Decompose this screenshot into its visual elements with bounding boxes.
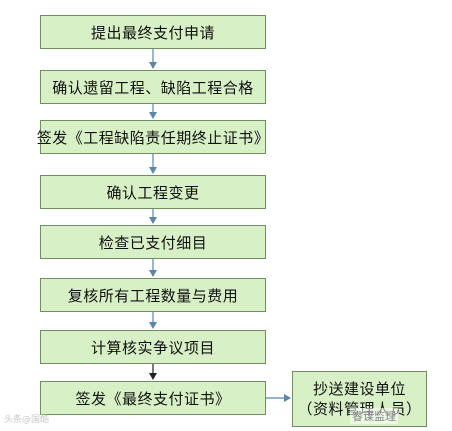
flow-step-6: 复核所有工程数量与费用 [40,278,266,312]
flow-step-label: 检查已支付细目 [98,233,208,252]
flow-step-label: 确认工程变更 [106,183,200,202]
flow-step-label: 签发《最终支付证书》 [75,389,231,408]
flow-step-label: 复核所有工程数量与费用 [67,286,239,305]
watermark-right: 睿谋监理 [350,408,398,424]
flow-step-5: 检查已支付细目 [40,225,266,259]
watermark-left: 头条@国酷 [4,415,50,425]
flow-step-1: 提出最终支付申请 [40,15,266,49]
flow-step-8: 签发《最终支付证书》 [40,381,266,415]
flow-step-label: 签发《工程缺陷责任期终止证书》 [36,128,270,147]
flow-step-label: 提出最终支付申请 [90,23,215,42]
flow-step-label: 确认遗留工程、缺陷工程合格 [52,78,254,97]
flow-step-3: 签发《工程缺陷责任期终止证书》 [37,120,269,154]
flow-step-label: 计算核实争议项目 [90,338,215,357]
side-note-line-1: 抄送建设单位 [312,380,406,398]
flow-step-4: 确认工程变更 [40,175,266,209]
flow-step-2: 确认遗留工程、缺陷工程合格 [40,70,266,104]
flow-step-7: 计算核实争议项目 [40,330,266,364]
